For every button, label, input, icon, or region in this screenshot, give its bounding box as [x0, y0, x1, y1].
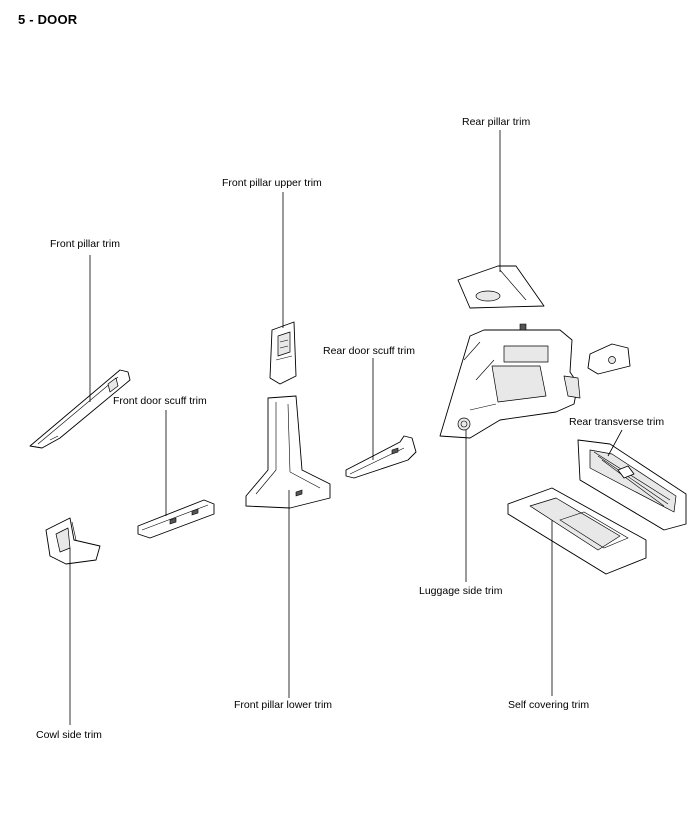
rear-transverse-trim-label: Rear transverse trim [569, 416, 664, 428]
front-pillar-trim-part [29, 369, 131, 449]
front-pillar-lower-trim-label: Front pillar lower trim [234, 699, 332, 711]
cowl-side-trim-part [45, 517, 101, 565]
front-pillar-lower-trim-part [245, 395, 331, 509]
front-pillar-trim-label: Front pillar trim [50, 238, 120, 250]
self-covering-trim-part [507, 487, 647, 575]
rear-door-scuff-trim-label: Rear door scuff trim [323, 345, 415, 357]
rear-door-scuff-trim-part [345, 435, 417, 479]
page-title: 5 - DOOR [18, 12, 78, 27]
front-pillar-upper-trim-label: Front pillar upper trim [222, 177, 322, 189]
front-pillar-upper-trim-part [269, 321, 297, 385]
front-door-scuff-trim-label: Front door scuff trim [113, 395, 207, 407]
self-covering-trim-label: Self covering trim [508, 699, 589, 711]
luggage-bracket-part [587, 343, 631, 375]
luggage-side-trim-part [439, 323, 581, 439]
rear-pillar-trim-part [457, 265, 545, 309]
cowl-side-trim-label: Cowl side trim [36, 729, 102, 741]
rear-pillar-trim-label: Rear pillar trim [462, 116, 531, 128]
rear-transverse-trim-leader [607, 429, 623, 457]
front-door-scuff-trim-part [137, 499, 215, 539]
rear-transverse-trim-part [577, 439, 687, 531]
luggage-side-trim-label: Luggage side trim [419, 585, 503, 597]
